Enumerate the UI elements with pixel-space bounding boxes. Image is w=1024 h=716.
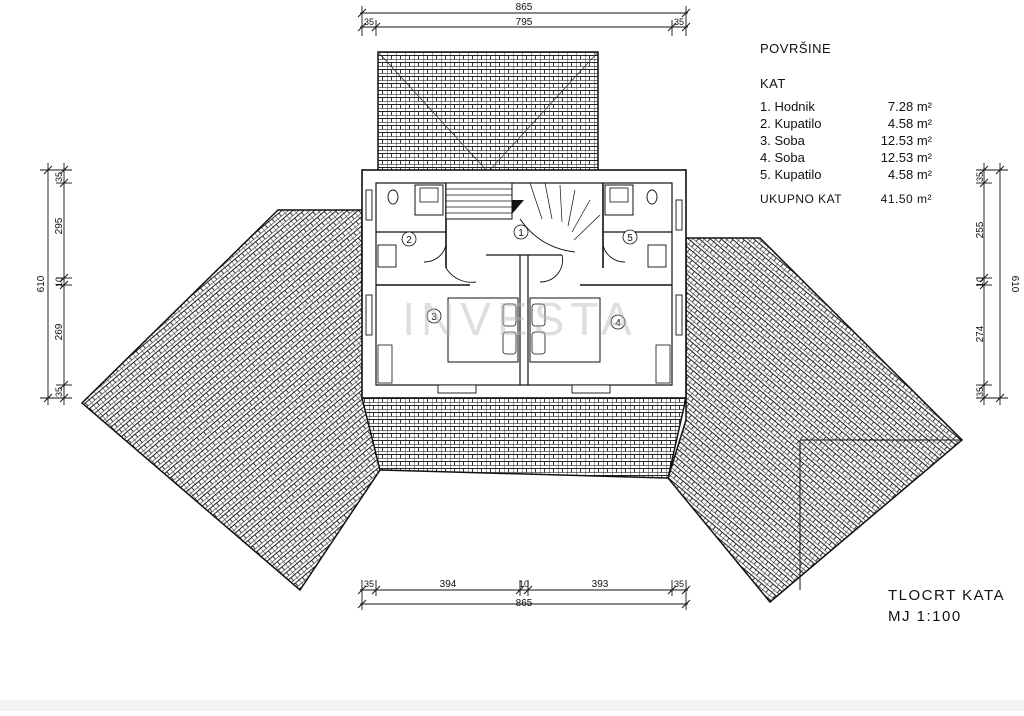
legend-room-label: 2. Kupatilo (760, 116, 822, 131)
legend-row: 4. Soba 12.53 m² (760, 149, 932, 166)
sink-right (647, 244, 667, 268)
dim-left-part-4: 269 (54, 323, 65, 340)
dim-bottom-part-4: 393 (592, 579, 609, 590)
dimension-bottom (357, 580, 691, 610)
roof-top (377, 51, 599, 173)
dim-left-part-5: 35 (54, 387, 64, 397)
room-marker-4: 4 (615, 318, 621, 329)
dim-right-part-4: 274 (975, 325, 986, 342)
dim-bottom-part-5: 35 (674, 579, 684, 589)
legend-room-label: 3. Soba (760, 133, 805, 148)
dim-left-total: 610 (36, 275, 47, 292)
legend-row: 1. Hodnik 7.28 m² (760, 98, 932, 115)
dim-right-part-5: 35 (975, 387, 985, 397)
legend-room-area: 12.53 m² (880, 150, 932, 165)
building-outline (361, 169, 687, 399)
room-marker-1: 1 (518, 228, 524, 239)
shower-right (604, 184, 634, 216)
legend-total-label: UKUPNO KAT (760, 192, 843, 206)
legend-room-area: 7.28 m² (887, 99, 932, 114)
dim-bottom-total: 865 (516, 598, 533, 609)
legend-subheading: KAT (760, 76, 786, 91)
legend-room-area: 4.58 m² (887, 167, 932, 182)
shower-left (414, 184, 444, 216)
drawing-title-block: TLOCRT KATA MJ 1:100 (888, 585, 1005, 627)
legend-total-value: 41.50 m² (880, 192, 932, 206)
dim-right-part-2: 255 (975, 221, 986, 238)
bed-right (529, 297, 601, 363)
watermark: INVESTA (402, 293, 637, 345)
room-marker-2: 2 (406, 235, 412, 246)
room-marker-5: 5 (627, 233, 633, 244)
drawing-title: TLOCRT KATA (888, 587, 1006, 604)
drawing-scale: MJ 1:100 (888, 608, 962, 625)
roof-front (361, 397, 687, 479)
legend-row: 3. Soba 12.53 m² (760, 132, 932, 149)
legend-total-row: UKUPNO KAT 41.50 m² (760, 191, 932, 208)
areas-legend: POVRŠINE KAT 1. Hodnik 7.28 m² 2. Kupati… (760, 40, 950, 208)
legend-room-area: 4.58 m² (887, 116, 932, 131)
legend-room-label: 4. Soba (760, 150, 805, 165)
room-markers: 1 2 3 4 5 (401, 224, 638, 330)
dim-bottom-part-1: 35 (364, 579, 374, 589)
dim-top-part-1: 35 (364, 17, 374, 27)
dim-left-part-3: 10 (54, 277, 64, 287)
sink-left (377, 244, 397, 268)
dim-right-part-1: 35 (975, 172, 985, 182)
bed-left (447, 297, 519, 363)
legend-room-label: 1. Hodnik (760, 99, 815, 114)
dim-bottom-part-3: 10 (519, 579, 529, 589)
dim-top-part-3: 35 (674, 17, 684, 27)
dim-left-part-1: 35 (54, 172, 64, 182)
toilet-left (387, 189, 399, 205)
dim-right-total: 610 (1009, 276, 1020, 293)
legend-room-area: 12.53 m² (880, 133, 932, 148)
dim-top-part-2: 795 (516, 17, 533, 28)
dim-left-part-2: 295 (54, 217, 65, 234)
legend-row: 2. Kupatilo 4.58 m² (760, 115, 932, 132)
legend-room-label: 5. Kupatilo (760, 167, 822, 182)
dim-top-total: 865 (516, 2, 533, 13)
dimension-top (357, 6, 691, 36)
room-marker-3: 3 (431, 312, 437, 323)
roof-right-wing (667, 237, 964, 604)
legend-heading: POVRŠINE (760, 41, 832, 56)
dim-right-part-3: 10 (975, 277, 985, 287)
dimension-right (976, 163, 1008, 405)
dimension-left (40, 163, 72, 405)
toilet-right (646, 189, 658, 205)
bottom-bar (0, 700, 1024, 711)
roof-left-wing (80, 209, 381, 592)
legend-row: 5. Kupatilo 4.58 m² (760, 166, 932, 183)
dim-bottom-part-2: 394 (440, 579, 457, 590)
